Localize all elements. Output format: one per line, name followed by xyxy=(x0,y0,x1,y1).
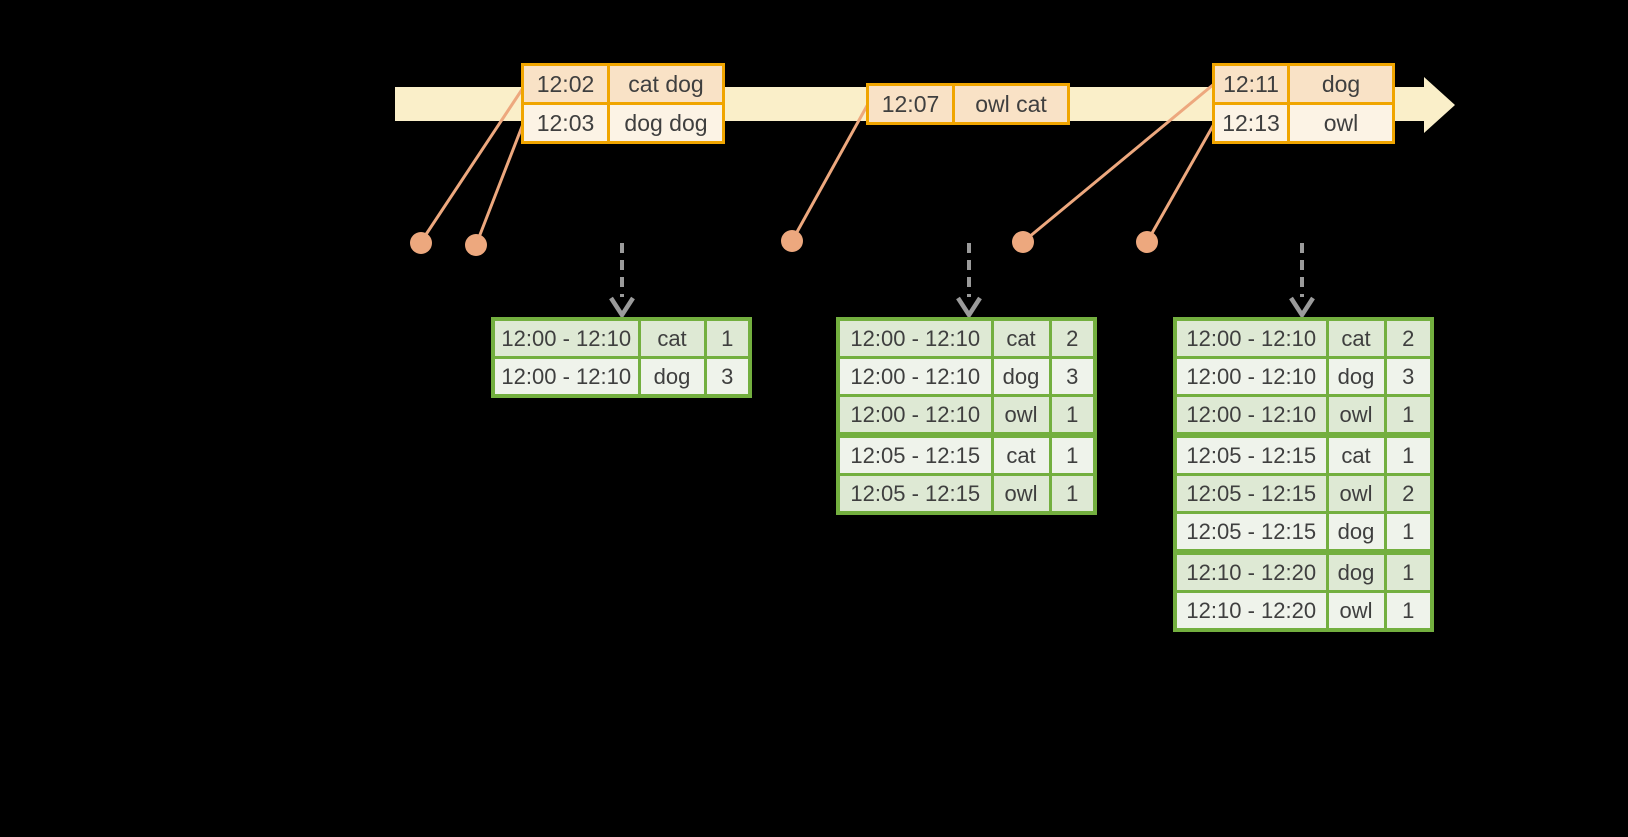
trigger-arrows xyxy=(609,243,1315,320)
table-cell: cat xyxy=(1325,432,1387,476)
table-cell: 2 xyxy=(1048,317,1097,359)
table-cell: 12:03 xyxy=(521,102,610,144)
table-cell: cat xyxy=(990,317,1052,359)
table-cell: 1 xyxy=(1383,394,1434,437)
table-cell: owl xyxy=(990,394,1052,437)
table-cell: cat xyxy=(1325,317,1387,359)
table-cell: 2 xyxy=(1383,317,1434,359)
table-cell: 12:05 - 12:15 xyxy=(836,473,994,515)
table-cell: dog dog xyxy=(607,102,725,144)
trigger-arrowhead-icon-1 xyxy=(609,296,635,320)
trigger-arrowhead-icon-3 xyxy=(1289,296,1315,320)
table-cell: 12:10 - 12:20 xyxy=(1173,549,1329,593)
table-cell: owl xyxy=(1325,473,1387,514)
event-dot-12-11 xyxy=(1012,231,1034,253)
event-dot-12-13 xyxy=(1136,231,1158,253)
connector-12-13 xyxy=(1145,123,1216,243)
connector-12-07 xyxy=(790,103,870,242)
table-cell: 12:00 - 12:10 xyxy=(491,317,641,359)
event-dot-12-07 xyxy=(781,230,803,252)
event-dots xyxy=(410,230,1158,256)
table-cell: 1 xyxy=(1048,473,1097,515)
table-cell: 3 xyxy=(1383,356,1434,397)
table-cell: cat xyxy=(990,432,1052,476)
table-cell: 1 xyxy=(1383,432,1434,476)
table-cell: 1 xyxy=(1383,511,1434,554)
table-cell: 1 xyxy=(703,317,752,359)
event-dot-12-02 xyxy=(410,232,432,254)
table-cell: 1 xyxy=(1048,432,1097,476)
table-cell: 12:05 - 12:15 xyxy=(1173,432,1329,476)
table-cell: 12:13 xyxy=(1212,102,1290,144)
table-cell: owl xyxy=(1287,102,1395,144)
table-cell: 12:05 - 12:15 xyxy=(1173,473,1329,514)
table-cell: 1 xyxy=(1383,549,1434,593)
table-cell: 12:00 - 12:10 xyxy=(491,356,641,398)
table-cell: owl xyxy=(990,473,1052,515)
table-cell: owl cat xyxy=(952,83,1070,125)
table-cell: 12:02 xyxy=(521,63,610,105)
connector-12-11 xyxy=(1022,82,1215,244)
event-dot-12-03 xyxy=(465,234,487,256)
timeline-arrowhead-icon xyxy=(1424,77,1455,133)
table-cell: dog xyxy=(637,356,707,398)
table-cell: dog xyxy=(1325,549,1387,593)
table-cell: dog xyxy=(1325,511,1387,554)
table-cell: 12:00 - 12:10 xyxy=(1173,394,1329,437)
table-cell: 12:11 xyxy=(1212,63,1290,105)
table-cell: 12:00 - 12:10 xyxy=(836,394,994,437)
table-cell: dog xyxy=(990,356,1052,397)
table-cell: 3 xyxy=(703,356,752,398)
table-cell: dog xyxy=(1325,356,1387,397)
trigger-arrowhead-icon-2 xyxy=(956,296,982,320)
connector-12-03 xyxy=(474,123,525,246)
table-cell: 12:00 - 12:10 xyxy=(1173,356,1329,397)
table-cell: 2 xyxy=(1383,473,1434,514)
table-cell: 12:07 xyxy=(866,83,955,125)
table-cell: cat xyxy=(637,317,707,359)
table-cell: 12:00 - 12:10 xyxy=(836,317,994,359)
table-cell: 12:00 - 12:10 xyxy=(836,356,994,397)
connector-12-02 xyxy=(419,87,525,243)
table-cell: cat dog xyxy=(607,63,725,105)
table-cell: 1 xyxy=(1383,590,1434,632)
table-cell: 1 xyxy=(1048,394,1097,437)
table-cell: 12:05 - 12:15 xyxy=(1173,511,1329,554)
table-cell: 3 xyxy=(1048,356,1097,397)
table-cell: owl xyxy=(1325,590,1387,632)
table-cell: owl xyxy=(1325,394,1387,437)
table-cell: 12:05 - 12:15 xyxy=(836,432,994,476)
table-cell: 12:00 - 12:10 xyxy=(1173,317,1329,359)
event-connectors xyxy=(419,82,1216,246)
table-cell: dog xyxy=(1287,63,1395,105)
table-cell: 12:10 - 12:20 xyxy=(1173,590,1329,632)
